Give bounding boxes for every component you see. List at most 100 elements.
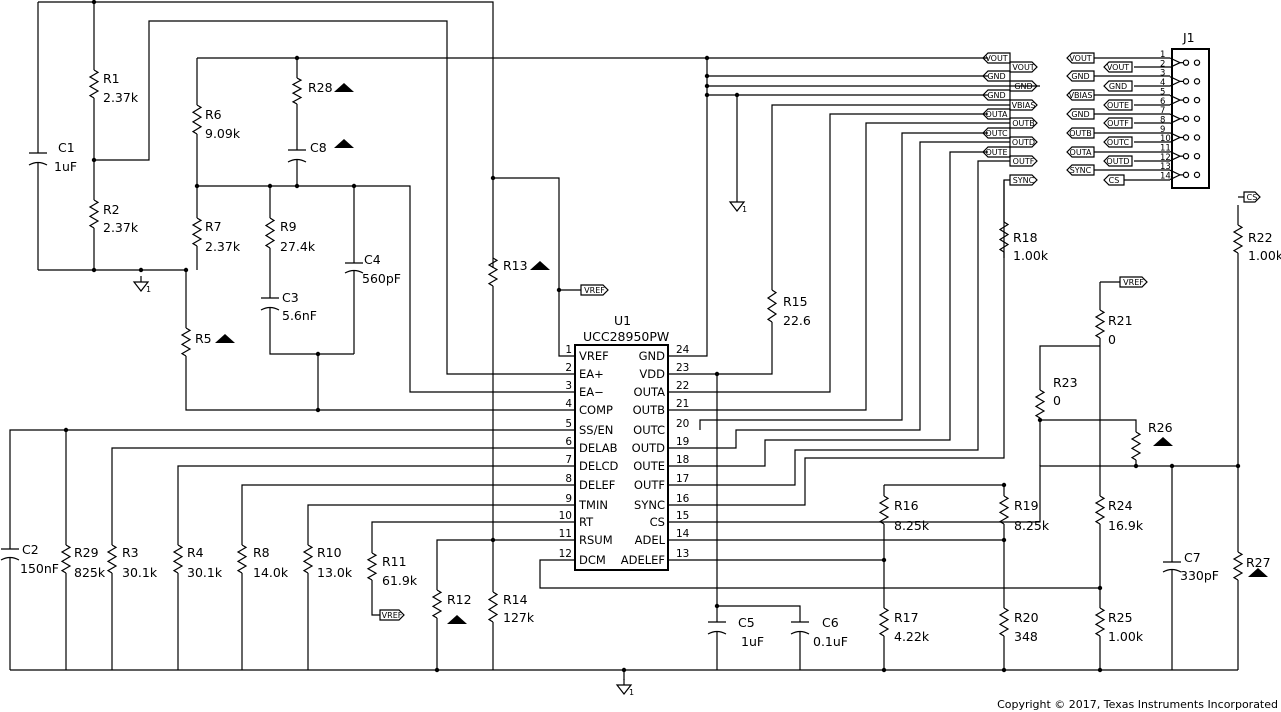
component-value: 825k [74, 565, 106, 580]
dnp-triangle [530, 261, 550, 270]
dnp-triangle [1248, 568, 1268, 577]
net-flag-shape [1066, 89, 1095, 101]
net-flag-label: GND [1014, 82, 1032, 91]
resistor-symbol [172, 544, 184, 574]
component-ref: R14 [503, 592, 528, 607]
component-ref: R22 [1248, 230, 1273, 245]
resistor-symbol [878, 607, 890, 637]
junction-dot [267, 183, 273, 189]
net-flag-shape [1066, 70, 1095, 82]
junction-dot [351, 183, 357, 189]
wire [668, 141, 1010, 449]
ic-pin-name: ADEL [635, 533, 666, 547]
ic-pin-number: 23 [676, 362, 689, 374]
connector-lead [1169, 136, 1181, 143]
component-value: 2.37k [205, 239, 241, 254]
resistor-symbol [88, 199, 100, 229]
component-ref: C7 [1184, 550, 1201, 565]
junction-dot [63, 427, 69, 433]
ic-pin-name: GND [639, 349, 666, 363]
connector-pin-circle [1193, 59, 1201, 66]
connector-body [1171, 48, 1210, 189]
wire [668, 58, 708, 357]
junction-dot [621, 667, 627, 673]
connector-pin-circle [1193, 171, 1201, 179]
resistor-symbol [191, 104, 203, 135]
net-flags: VOUTVOUTGNDGNDGNDVBIASOUTAOUTBOUTCOUTDOU… [379, 52, 1261, 621]
connector-lead [1169, 132, 1181, 139]
wire [699, 132, 988, 430]
component-value: 14.0k [253, 565, 289, 580]
net-flag-label: GND [1071, 110, 1089, 119]
ic-pin-name: ADELEF [621, 553, 665, 567]
wire [717, 605, 801, 622]
net-flag-shape [1066, 108, 1095, 120]
connector-lead [1169, 94, 1181, 101]
wire [493, 177, 575, 357]
wire [539, 559, 1100, 589]
connector-pin-number: 4 [1160, 78, 1165, 88]
dnp-triangle [215, 334, 235, 343]
junction-dot [138, 267, 144, 273]
component-value: 1uF [741, 634, 764, 649]
junction-dot [714, 371, 720, 377]
net-flag-shape [1009, 80, 1038, 92]
ic-pin-name: SYNC [634, 498, 665, 512]
resistor-symbol [191, 217, 203, 247]
net-flag-shape [1103, 99, 1133, 111]
dnp-triangle [1153, 437, 1173, 446]
wire [1040, 419, 1137, 432]
capacitor-plate [260, 306, 280, 311]
component-ref: R18 [1013, 230, 1038, 245]
wire [9, 429, 575, 549]
connector-lead [1169, 169, 1181, 176]
component-ref: R20 [1014, 610, 1039, 625]
ground-label: 1 [742, 205, 747, 214]
capacitor-plate [344, 269, 364, 274]
component-ref: R13 [503, 258, 528, 273]
junction-dot [1133, 463, 1139, 469]
junction-dot [1037, 417, 1043, 423]
net-flag-label: GND [987, 91, 1005, 100]
ic-pin-number: 1 [565, 344, 572, 356]
connector-pin-circle [1182, 171, 1190, 179]
connector-lead [1169, 80, 1181, 87]
connector-pin-circle [1193, 115, 1201, 122]
junction-dot [704, 92, 710, 98]
component-ref: R15 [783, 294, 808, 309]
component-ref: R24 [1108, 498, 1133, 513]
junction-dot [704, 55, 710, 61]
component-ref: C6 [822, 615, 839, 630]
net-flag-shape [1009, 61, 1038, 73]
ic-pin-number: 18 [676, 454, 689, 466]
component-labels: R12.37kR22.37kC11uFR69.09kR72.37kR28C8R9… [20, 71, 1281, 649]
wires [9, 1, 1244, 680]
component-value: 2.37k [103, 90, 139, 105]
ground-icon [728, 201, 746, 212]
component-ref: R10 [317, 545, 342, 560]
ic-pin-number: 7 [565, 454, 572, 466]
ic-pin-name: OUTB [633, 403, 665, 417]
junction-dot [315, 407, 321, 413]
wire [668, 465, 1238, 523]
connector-lead [1169, 57, 1181, 64]
connector-lead [1169, 62, 1181, 68]
net-flag-shape [1066, 52, 1095, 64]
junction-dot [714, 603, 720, 609]
component-ref: R5 [195, 331, 212, 346]
connector-pin-circle [1182, 152, 1190, 160]
component-value: 30.1k [122, 565, 158, 580]
connector-pin-number: 13 [1160, 162, 1171, 172]
junction-dot [704, 83, 710, 89]
connector-pin-circle [1182, 59, 1190, 66]
net-flag-shape [1066, 146, 1095, 158]
ic-body [574, 344, 669, 571]
capacitor-plate [790, 630, 810, 635]
capacitor-plate [1162, 568, 1182, 573]
net-flag-shape [982, 146, 1011, 158]
ic-pin-name: OUTC [633, 423, 665, 437]
net-flag-shape [1103, 174, 1125, 186]
net-flag-label: OUTA [986, 110, 1008, 119]
resistor-symbol [236, 544, 248, 574]
